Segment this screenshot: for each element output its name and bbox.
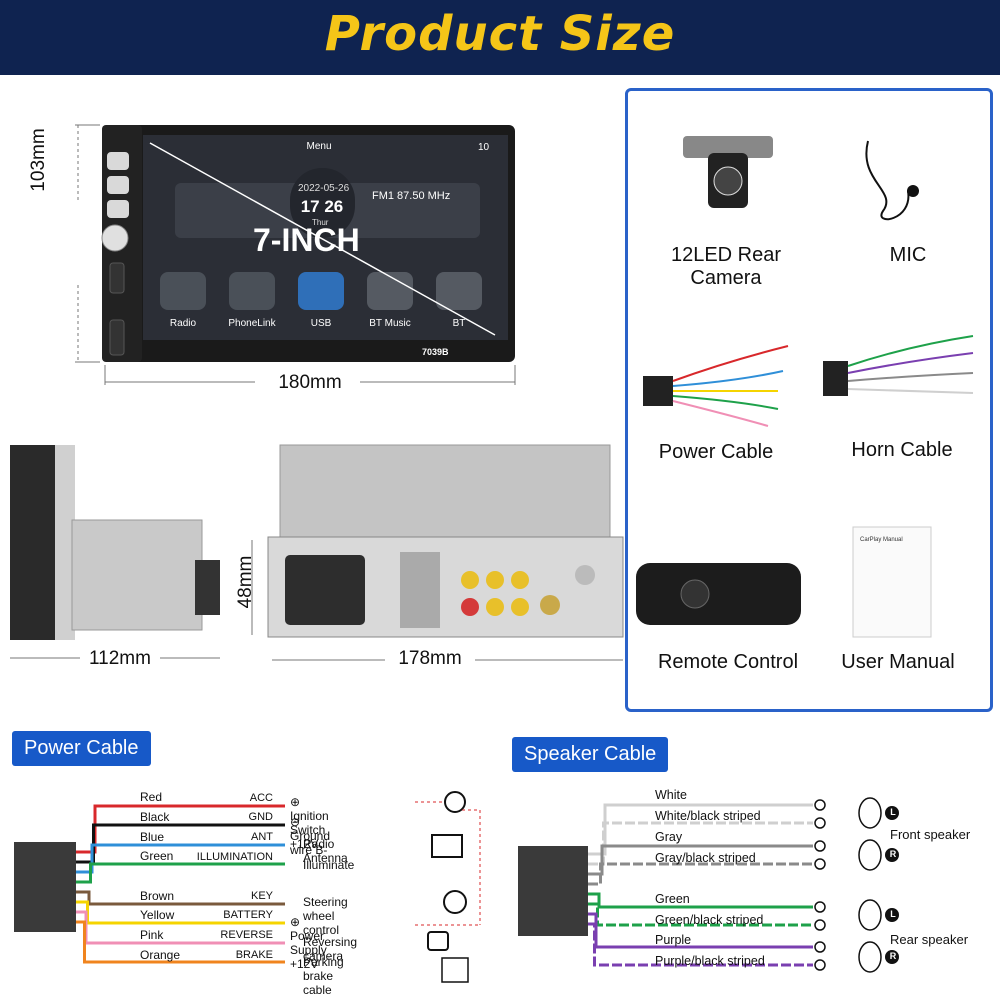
rear-width-label: 178mm <box>398 648 462 669</box>
wire-func-ant: ANT <box>251 831 273 843</box>
wire-color-blue: Blue <box>140 830 165 844</box>
side-depth-label: 112mm <box>89 648 151 669</box>
accessory-user-manual: User Manual <box>841 651 955 673</box>
wire-func-acc: ACC <box>249 792 273 804</box>
screen-fm-frequency: FM1 87.50 MHz <box>372 190 451 202</box>
desc-steering: Steering wheel control <box>303 895 348 937</box>
app-bt-music: BT Music <box>369 318 411 329</box>
wire-func-reverse: REVERSE <box>220 929 273 941</box>
badge-front-left: L <box>890 807 896 817</box>
accessory-remote-control: Remote Control <box>657 651 799 673</box>
screen-volume: 10 <box>478 142 490 153</box>
badge-front-right: R <box>889 849 897 859</box>
side-view-diagram <box>10 445 220 659</box>
desc-ignition: ⊕ Ignition Switch +12V <box>290 795 329 851</box>
speaker-cable-section-title: Speaker Cable <box>512 737 669 772</box>
model-number: 7039B <box>422 347 449 357</box>
desc-parking-brake: Parking brake cable <box>303 955 344 997</box>
speaker-wire-line-4 <box>588 892 813 909</box>
wire-color-pink: Pink <box>140 928 164 942</box>
speaker-cable-wiring-diagram <box>518 797 899 973</box>
power-wire-green <box>76 862 285 884</box>
wire-func-brake: BRAKE <box>235 949 273 961</box>
rear-height-label: 48mm <box>235 555 256 609</box>
manual-cover-title: CarPlay Manual <box>860 537 903 543</box>
header-banner <box>0 0 1000 75</box>
accessory-mic: MIC <box>889 244 927 266</box>
speaker-wire-line-1 <box>588 821 813 866</box>
power-wire-orange <box>76 920 285 964</box>
speaker-wire-white: White <box>655 788 687 802</box>
accessory-horn-cable: Horn Cable <box>851 439 953 461</box>
app-phonelink: PhoneLink <box>228 318 276 329</box>
speaker-wire-green-striped: Green/black striped <box>655 913 764 927</box>
desc-power-supply: ⊕ Power Supply +12V <box>290 915 327 971</box>
front-width-label: 180mm <box>278 372 342 393</box>
front-view-diagram <box>75 124 516 385</box>
front-speaker-label: Front speaker <box>890 827 971 842</box>
app-bt: BT <box>452 318 466 329</box>
speaker-wire-line-2 <box>588 844 813 876</box>
screen-date: 2022-05-26 <box>298 183 350 194</box>
desc-illuminate: Illuminate <box>303 858 355 872</box>
power-wire-brown <box>76 890 285 906</box>
screen-time: 17 26 <box>300 197 344 216</box>
power-cable-section-title: Power Cable <box>12 731 151 766</box>
wire-color-orange: Orange <box>140 948 181 962</box>
speaker-wire-purple-striped: Purple/black striped <box>655 954 765 968</box>
screen-menu-label: Menu <box>306 141 332 152</box>
power-wire-blue <box>76 843 285 874</box>
desc-reversing-camera: Reversing camera <box>303 935 358 963</box>
page-title: Product Size <box>324 6 676 62</box>
wire-func-illumination: ILLUMINATION <box>196 851 273 863</box>
power-cable-wiring-diagram <box>14 791 481 983</box>
wire-func-key: KEY <box>250 890 273 902</box>
app-usb: USB <box>310 318 332 329</box>
screen-day: Thur <box>312 218 329 227</box>
speaker-wire-gray: Gray <box>655 830 683 844</box>
wire-func-battery: BATTERY <box>223 909 273 921</box>
speaker-wire-gray-striped: Gray/black striped <box>655 851 756 865</box>
speaker-wire-purple: Purple <box>655 933 692 947</box>
wire-func-gnd: GND <box>248 811 273 823</box>
speaker-wire-line-0 <box>588 803 813 856</box>
accessories-illustrations <box>636 136 974 638</box>
desc-ground: ⊖ Ground wire B- <box>290 815 331 857</box>
desc-antenna: Radio Antenna <box>303 837 348 865</box>
rear-view-diagram <box>251 444 624 661</box>
wire-color-yellow: Yellow <box>140 908 175 922</box>
accessory-power-cable: Power Cable <box>658 441 774 463</box>
badge-rear-right: R <box>889 951 897 961</box>
screen-size-text: 7-INCH <box>253 222 360 258</box>
wire-color-black: Black <box>140 810 170 824</box>
accessory-rear-camera: 12LED Rear Camera <box>670 244 782 289</box>
speaker-wire-white-striped: White/black striped <box>655 809 761 823</box>
speaker-wire-line-3 <box>588 862 813 886</box>
app-radio: Radio <box>169 318 197 329</box>
wire-color-red: Red <box>140 790 163 804</box>
wire-color-brown: Brown <box>140 889 175 903</box>
rear-speaker-label: Rear speaker <box>890 932 969 947</box>
badge-rear-left: L <box>890 909 896 919</box>
wire-color-green: Green <box>140 849 174 863</box>
speaker-wire-line-7 <box>588 922 813 967</box>
speaker-wire-green: Green <box>655 892 690 906</box>
front-height-label: 103mm <box>28 128 49 192</box>
